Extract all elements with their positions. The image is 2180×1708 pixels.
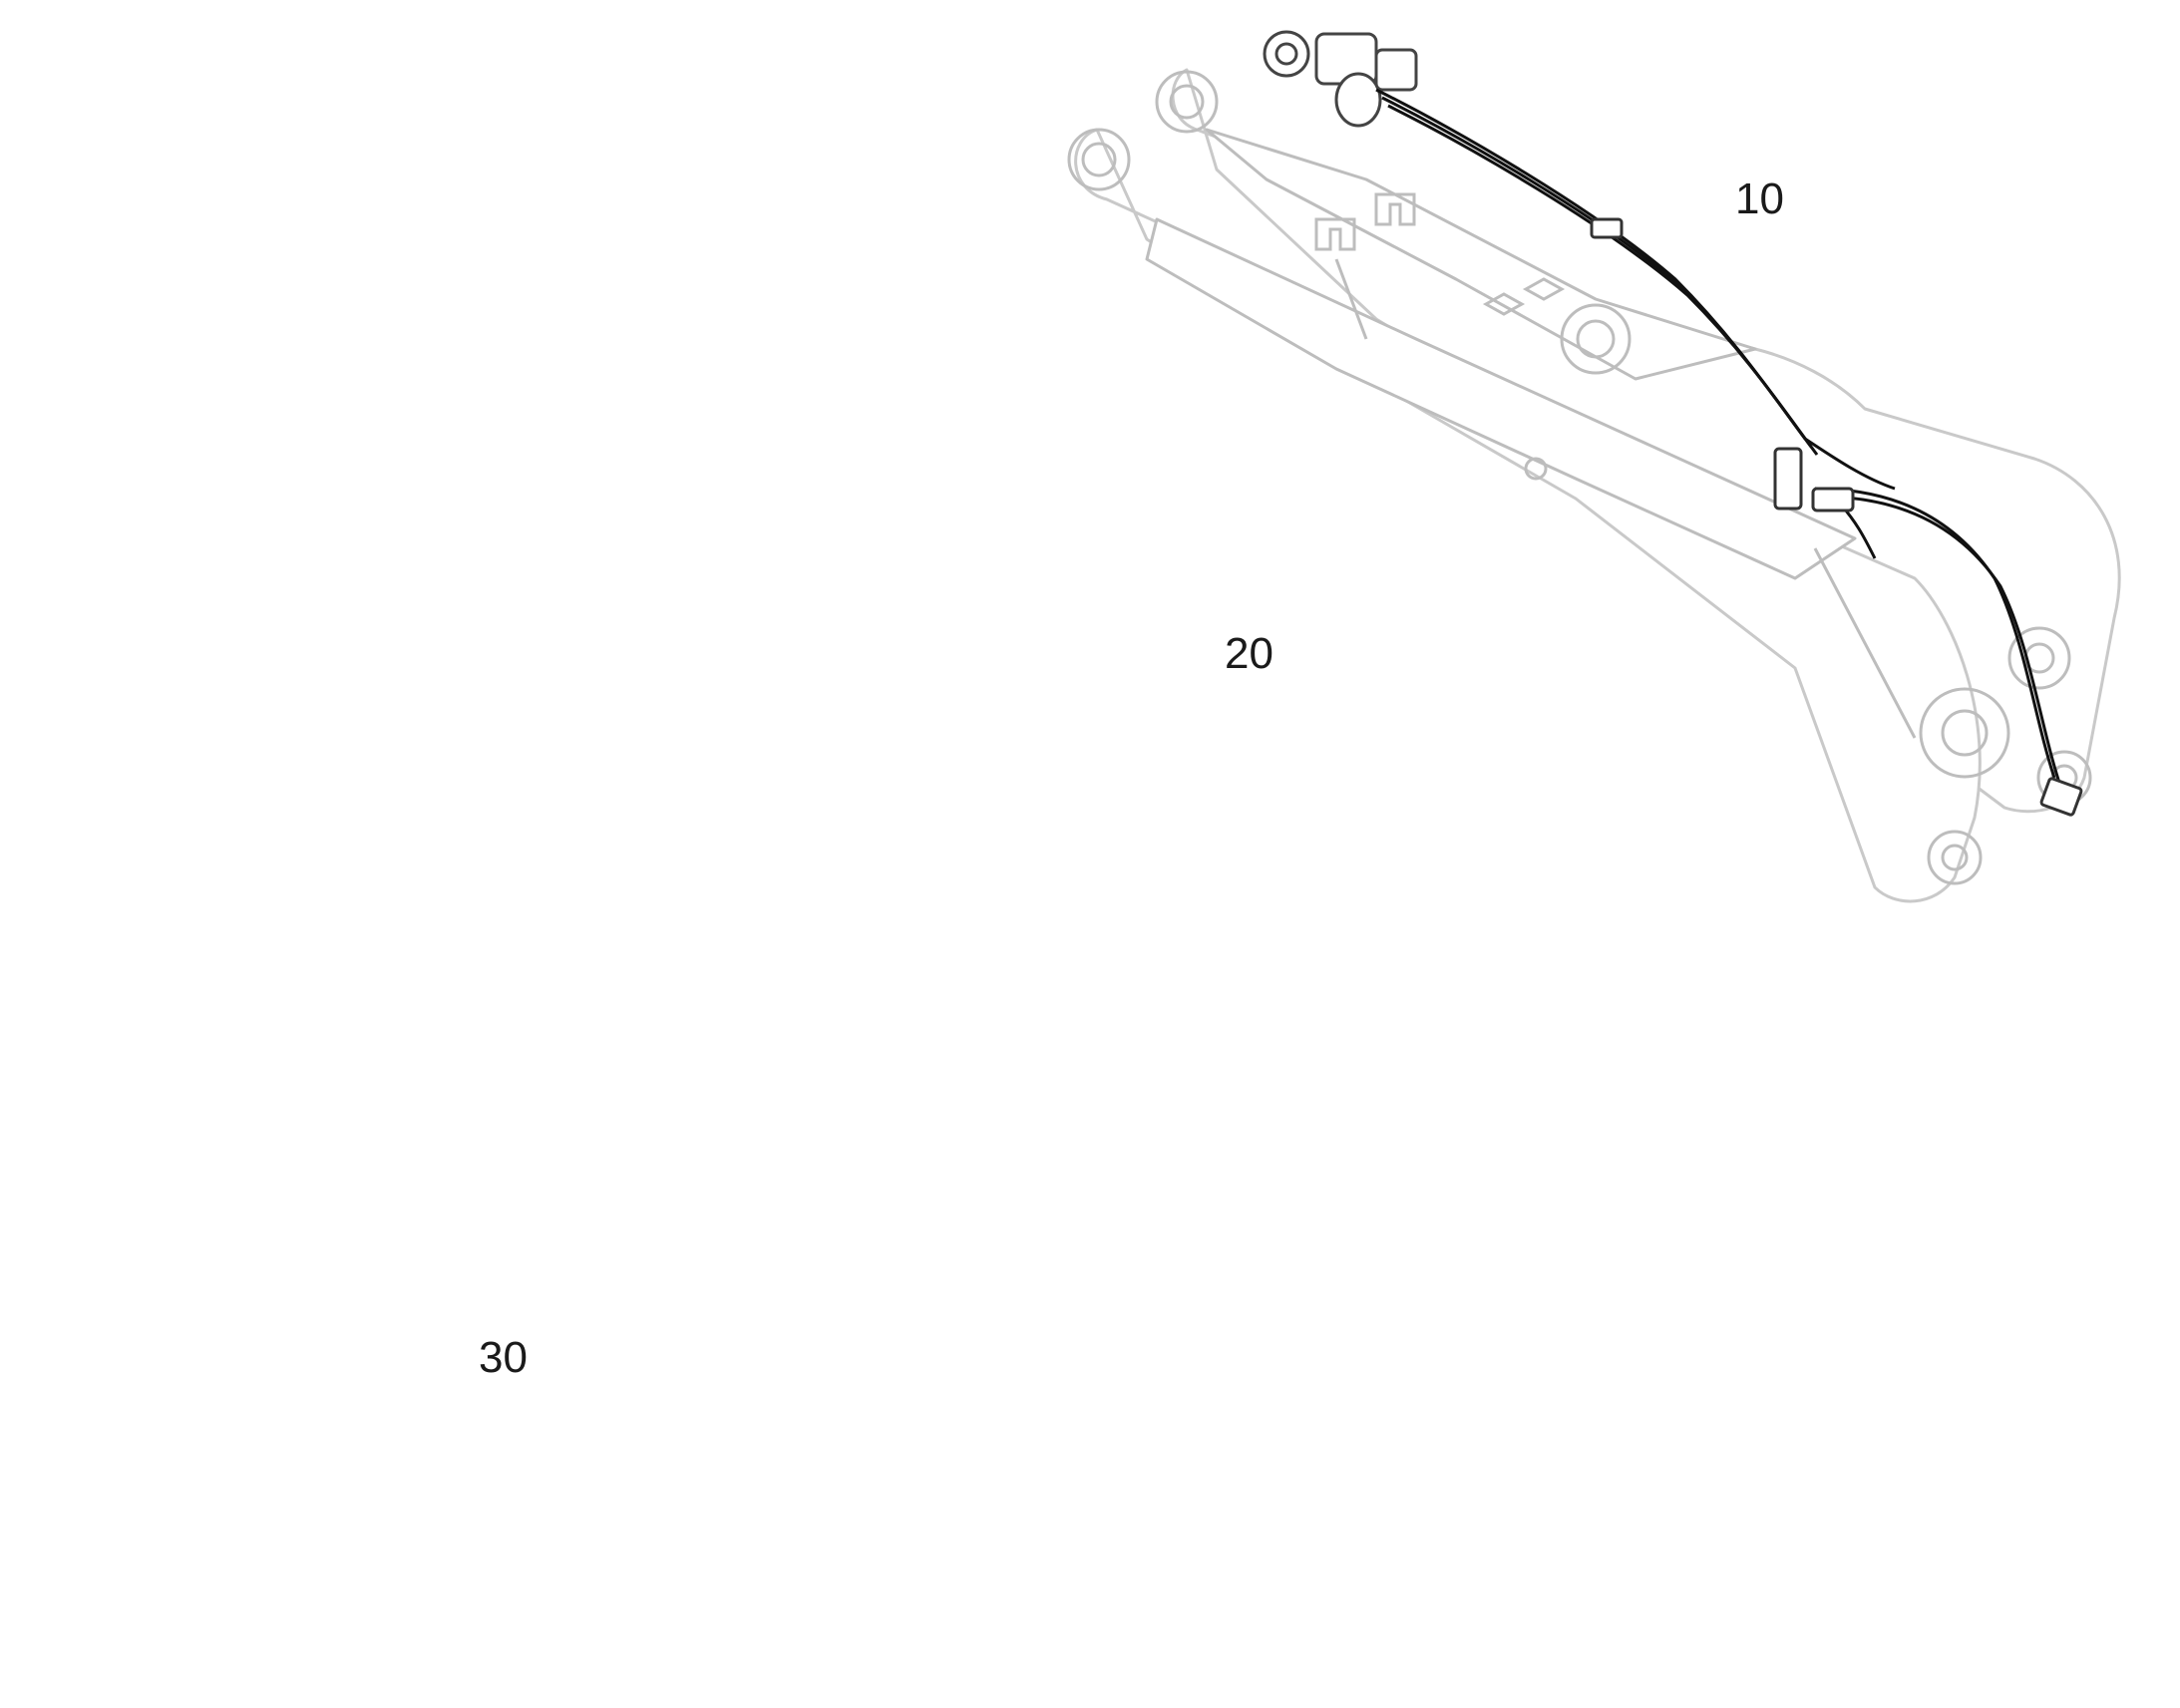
callout-20: 20 [1225, 629, 1273, 678]
front-cylinder [1263, 30, 1418, 128]
assembly-10 [1067, 30, 2121, 903]
callout-30: 30 [479, 1333, 528, 1382]
connector-plug [2039, 777, 2083, 817]
clip-block [1590, 217, 1855, 512]
cable-harness [1375, 88, 2062, 787]
boom-frame [1074, 68, 2121, 903]
callout-10: 10 [1735, 174, 1784, 223]
